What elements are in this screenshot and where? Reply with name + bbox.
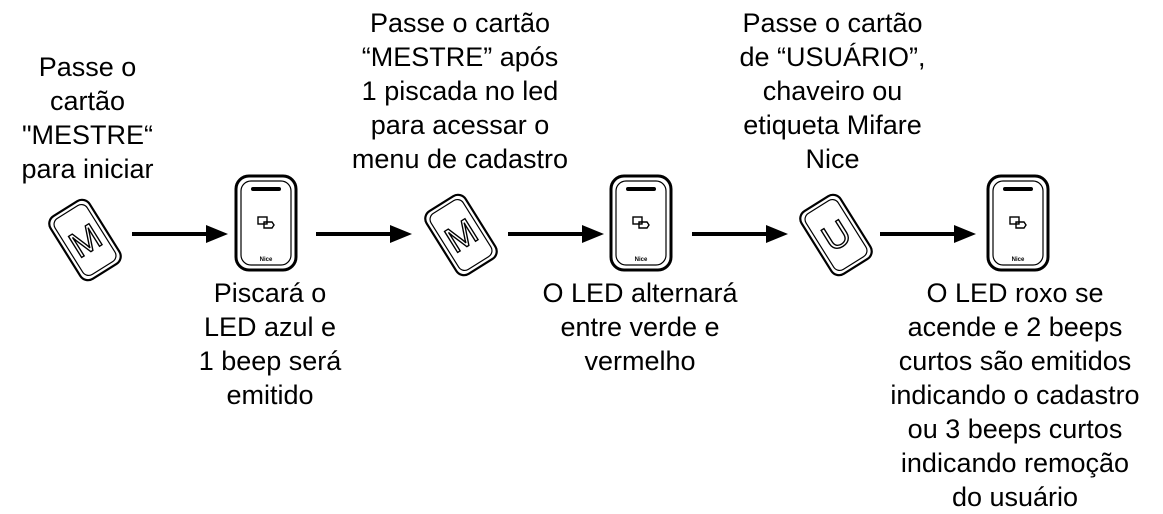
contactless-card-icon <box>632 216 650 229</box>
user-card-icon: U <box>799 193 873 277</box>
contactless-card-icon <box>1009 216 1027 229</box>
arrow-1-icon <box>132 225 228 243</box>
reader-3-result: O LED roxo se acende e 2 beeps curtos sã… <box>890 278 1140 512</box>
step-1-instruction: Passe o cartão "MESTRE“ para iniciar <box>21 52 154 184</box>
reader-2-icon: Nice <box>609 174 673 272</box>
contactless-card-icon <box>257 216 275 229</box>
master-card-icon-2: M <box>424 193 498 277</box>
arrow-2-icon <box>316 225 412 243</box>
reader-1-result: Piscará o LED azul e 1 beep será emitido <box>198 278 342 410</box>
reader-3-brand: Nice <box>1012 257 1025 263</box>
reader-2-result: O LED alternará entre verde e vermelho <box>542 278 738 376</box>
arrow-3-icon <box>508 225 604 243</box>
arrow-5-icon <box>880 225 976 243</box>
reader-1-icon: Nice <box>234 174 298 272</box>
reader-3-icon: Nice <box>986 174 1050 272</box>
master-card-icon: M <box>48 198 122 282</box>
step-3-instruction: Passe o cartão de “USUÁRIO”, chaveiro ou… <box>739 8 926 174</box>
arrow-4-icon <box>692 225 788 243</box>
step-2-instruction: Passe o cartão “MESTRE” após 1 piscada n… <box>351 8 569 174</box>
reader-2-brand: Nice <box>635 257 648 263</box>
reader-1-brand: Nice <box>260 257 273 263</box>
